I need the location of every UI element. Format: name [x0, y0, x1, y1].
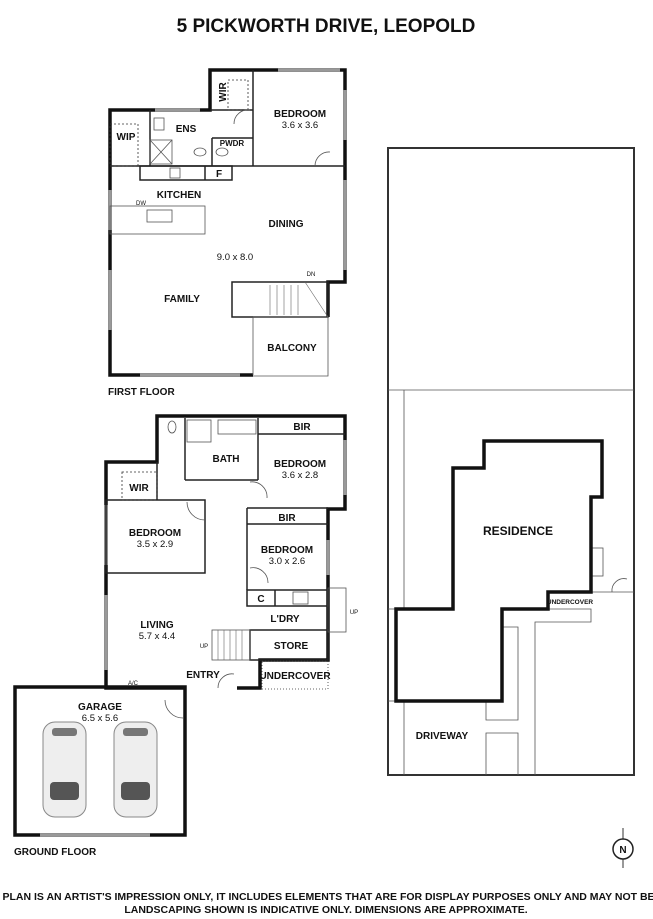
cooktop-icon: [169, 167, 181, 179]
floor-label-first: FIRST FLOOR: [108, 387, 175, 398]
room-dimension: 3.5 x 2.9: [137, 539, 173, 550]
door-swing: [611, 578, 628, 593]
disclaimer-line-1: THE ABOVE PLAN IS AN ARTIST'S IMPRESSION…: [0, 891, 653, 903]
bathtub-icon: [217, 419, 257, 435]
shower-icon: [186, 419, 212, 443]
site-plan: RESIDENCE UNDERCOVER DRIVEWAY: [387, 147, 635, 776]
room-label-living: LIVING: [140, 620, 174, 631]
room-label-balcony: BALCONY: [267, 343, 317, 354]
north-compass-icon: N: [612, 828, 634, 868]
room-dimension: 9.0 x 8.0: [217, 252, 253, 263]
room-label-bedroom: BEDROOM: [129, 528, 181, 539]
trough-icon: [292, 591, 309, 605]
room-label-store: STORE: [274, 641, 309, 652]
door-swing-entry[interactable]: [217, 673, 235, 689]
room-label-kitchen: KITCHEN: [157, 190, 201, 201]
stairs-label-up: UP: [200, 644, 208, 650]
car-icon: [113, 721, 158, 818]
room-label-family: FAMILY: [164, 294, 200, 305]
room-label-entry: ENTRY: [186, 670, 220, 681]
floor-label-ground: GROUND FLOOR: [14, 847, 97, 858]
room-label-bedroom: BEDROOM: [261, 545, 313, 556]
label-dishwasher: DW: [136, 201, 146, 207]
door-swing: [314, 151, 331, 167]
first-floor-plan: WIR WIP ENS PWDR BEDROOM 3.6 x 3.6 F KIT…: [108, 68, 347, 398]
car-icon: [42, 721, 87, 818]
disclaimer-line-2: LANDSCAPING SHOWN IS INDICATIVE ONLY. DI…: [124, 904, 527, 916]
room-dimension: 6.5 x 5.6: [82, 713, 118, 724]
stairs-label-dn: DN: [307, 272, 316, 278]
label-cupboard: C: [257, 594, 264, 605]
door-swing: [249, 567, 269, 584]
kitchen-island: [109, 205, 206, 235]
stairs-up: [211, 629, 251, 661]
room-label-bedroom: BEDROOM: [274, 109, 326, 120]
compass-label: N: [619, 845, 626, 856]
toilet-icon: [215, 147, 229, 157]
room-dimension: 3.6 x 2.8: [282, 470, 318, 481]
room-label-pwdr: PWDR: [220, 139, 245, 148]
toilet-icon: [167, 420, 177, 434]
residence-outline: [394, 439, 604, 703]
room-dimension: 3.0 x 2.6: [269, 556, 305, 567]
room-label-wip: WIP: [117, 132, 136, 143]
room-label-bir: BIR: [293, 422, 311, 433]
room-label-undercover: UNDERCOVER: [259, 671, 331, 682]
site-label-undercover: UNDERCOVER: [547, 599, 594, 606]
label-ac: A/C: [128, 681, 139, 687]
toilet-icon: [193, 147, 207, 157]
room-label-garage: GARAGE: [78, 702, 122, 713]
stairs-label-up: UP: [350, 610, 358, 616]
room-dimension: 5.7 x 4.4: [139, 631, 175, 642]
door-swing: [186, 501, 206, 521]
room-label-laundry: L'DRY: [270, 614, 300, 625]
door-swing: [249, 481, 268, 499]
sink-icon: [146, 209, 173, 223]
ground-floor-plan: BATH BIR BEDROOM 3.6 x 2.8 WIR BEDROOM 3…: [13, 414, 358, 858]
room-dimension: 3.6 x 3.6: [282, 120, 318, 131]
site-boundary: [387, 147, 635, 776]
room-label-bath: BATH: [212, 454, 239, 465]
label-fridge: F: [216, 169, 222, 180]
room-label-bedroom: BEDROOM: [274, 459, 326, 470]
door-swing-garage[interactable]: [164, 699, 184, 719]
room-label-ens: ENS: [176, 124, 197, 135]
door-swing: [233, 109, 251, 125]
stairs-down: [231, 281, 329, 318]
room-label-bir: BIR: [278, 513, 296, 524]
site-label-residence: RESIDENCE: [483, 524, 553, 538]
room-label-wir: WIR: [129, 483, 149, 494]
room-label-dining: DINING: [269, 219, 304, 230]
site-label-driveway: DRIVEWAY: [416, 731, 469, 742]
room-label-wir: WIR: [218, 82, 229, 102]
plan-title: 5 PICKWORTH DRIVE, LEOPOLD: [177, 16, 476, 37]
kitchen-bench: [139, 165, 233, 181]
